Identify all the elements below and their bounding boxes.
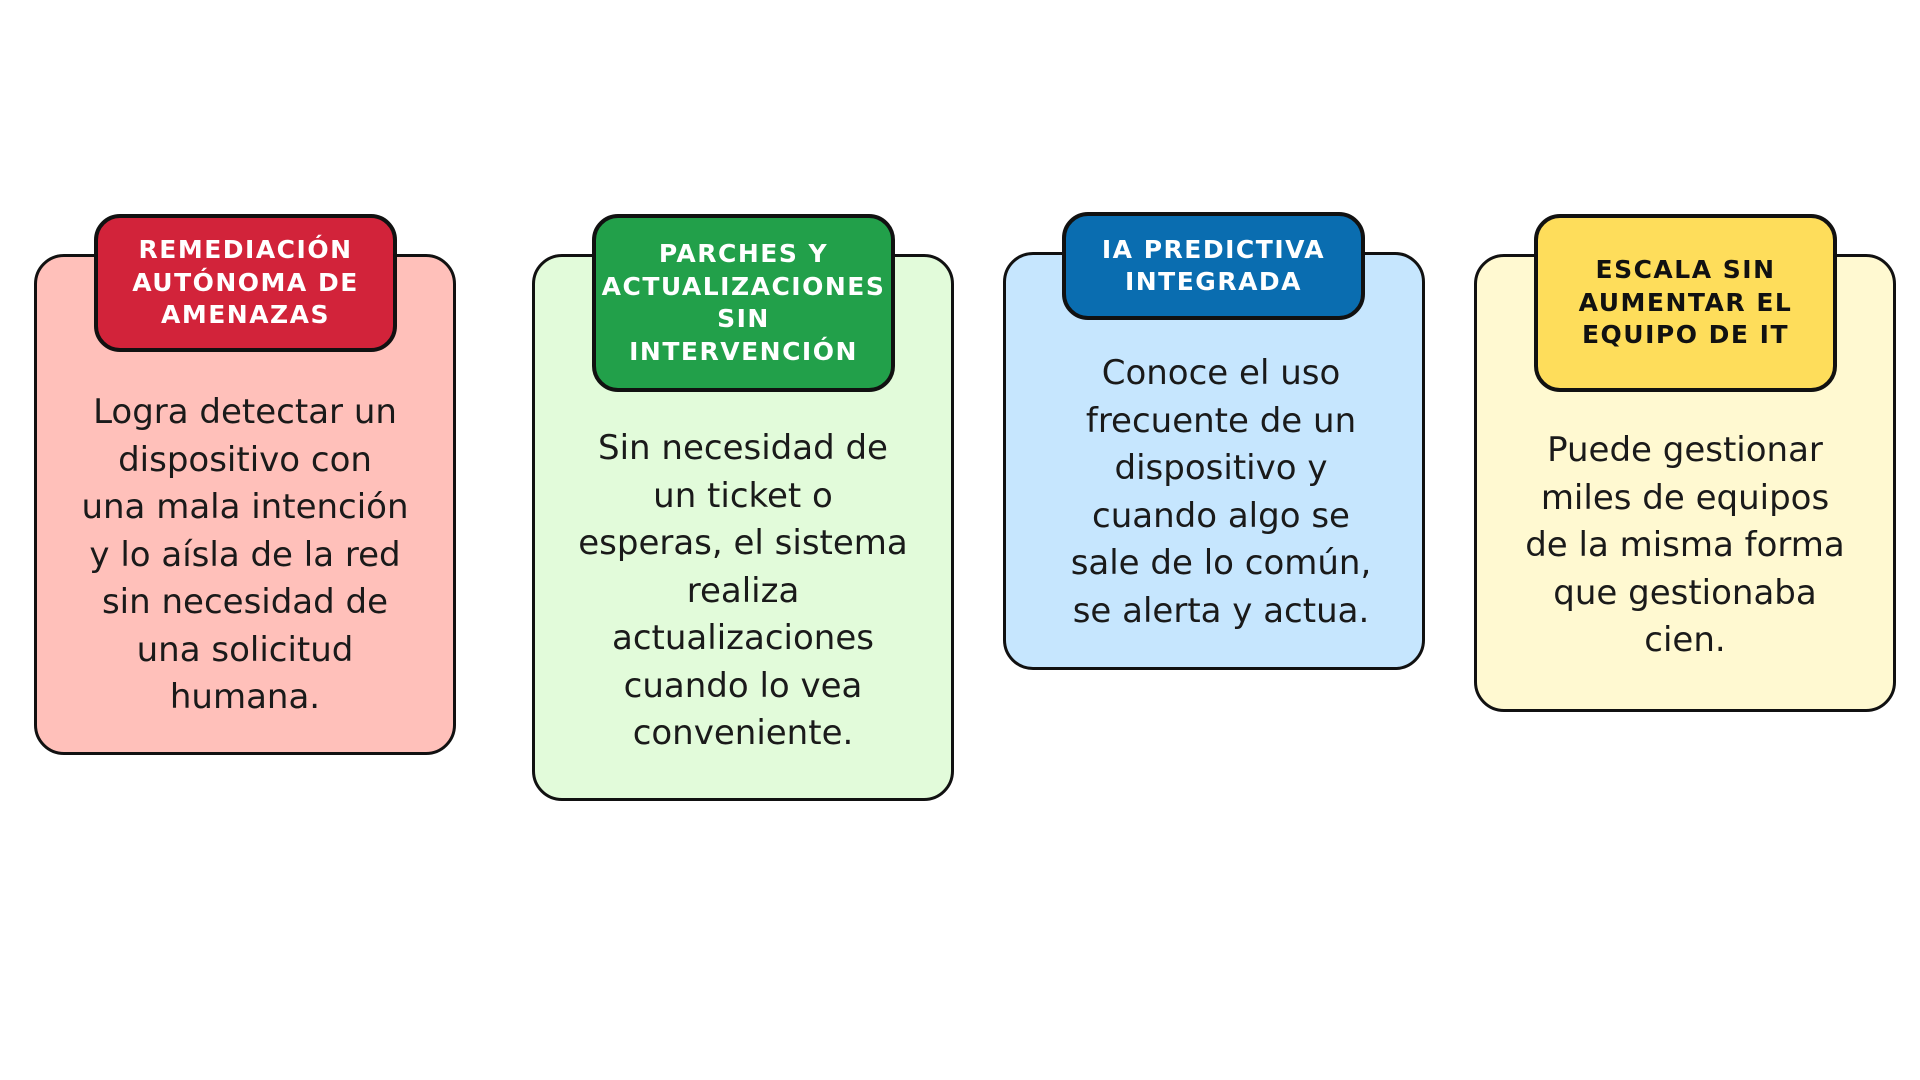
card-ia-predictiva: Conoce el uso frecuente de un dispositiv… (1003, 252, 1425, 670)
card-body-text: Conoce el uso frecuente de un dispositiv… (1070, 353, 1372, 631)
card-body-text: Puede gestionar miles de equipos de la m… (1525, 430, 1845, 660)
card-title: IA PREDICTIVA INTEGRADA (1101, 234, 1326, 297)
card-title-tag: IA PREDICTIVA INTEGRADA (1062, 212, 1365, 320)
card-title-tag: PARCHES Y ACTUALIZACIONES SIN INTERVENCI… (592, 214, 895, 392)
card-title: ESCALA SIN AUMENTAR EL EQUIPO DE IT (1578, 255, 1793, 350)
card-body-text: Sin necesidad de un ticket o esperas, el… (578, 428, 908, 753)
card-title-tag: REMEDIACIÓN AUTÓNOMA DE AMENAZAS (94, 214, 397, 352)
card-body-text: Logra detectar un dispositivo con una ma… (81, 392, 409, 717)
card-title: PARCHES Y ACTUALIZACIONES SIN INTERVENCI… (601, 239, 886, 366)
card-title-tag: ESCALA SIN AUMENTAR EL EQUIPO DE IT (1534, 214, 1837, 392)
card-title: REMEDIACIÓN AUTÓNOMA DE AMENAZAS (132, 235, 359, 330)
